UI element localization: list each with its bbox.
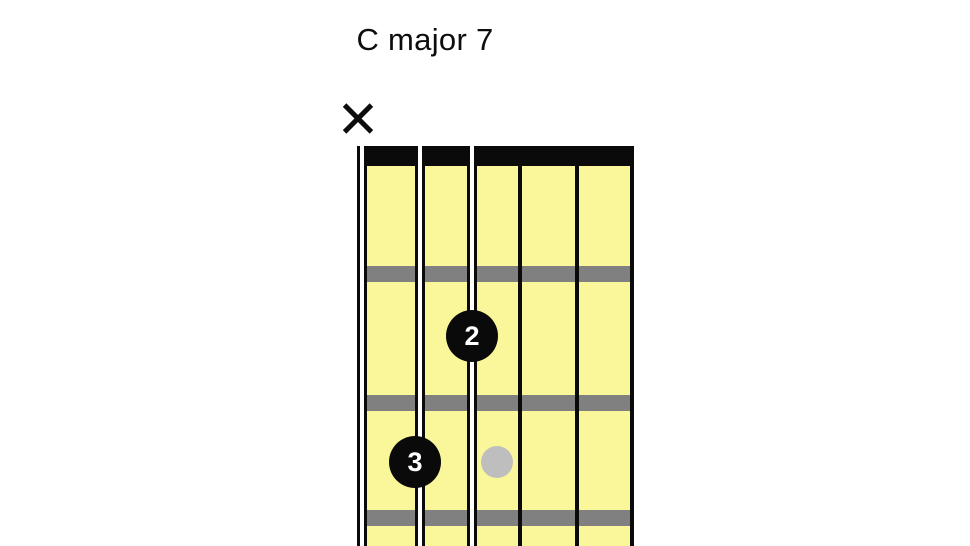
fretboard: 2 3 [357, 146, 634, 546]
open-note-dot[interactable] [481, 446, 513, 478]
string-4 [518, 146, 522, 546]
string-mute-x-icon [340, 100, 376, 136]
nut-bar [357, 146, 634, 166]
string-1 [357, 146, 367, 546]
string-2 [415, 146, 425, 546]
page-title: C major 7 [356, 22, 494, 57]
fret-wire-2 [357, 395, 634, 411]
finger-dot-2[interactable]: 2 [446, 310, 498, 362]
fret-wire-3 [357, 510, 634, 526]
string-6 [630, 146, 634, 546]
finger-dot-3[interactable]: 3 [389, 436, 441, 488]
string-5 [575, 146, 579, 546]
fret-wire-1 [357, 266, 634, 282]
